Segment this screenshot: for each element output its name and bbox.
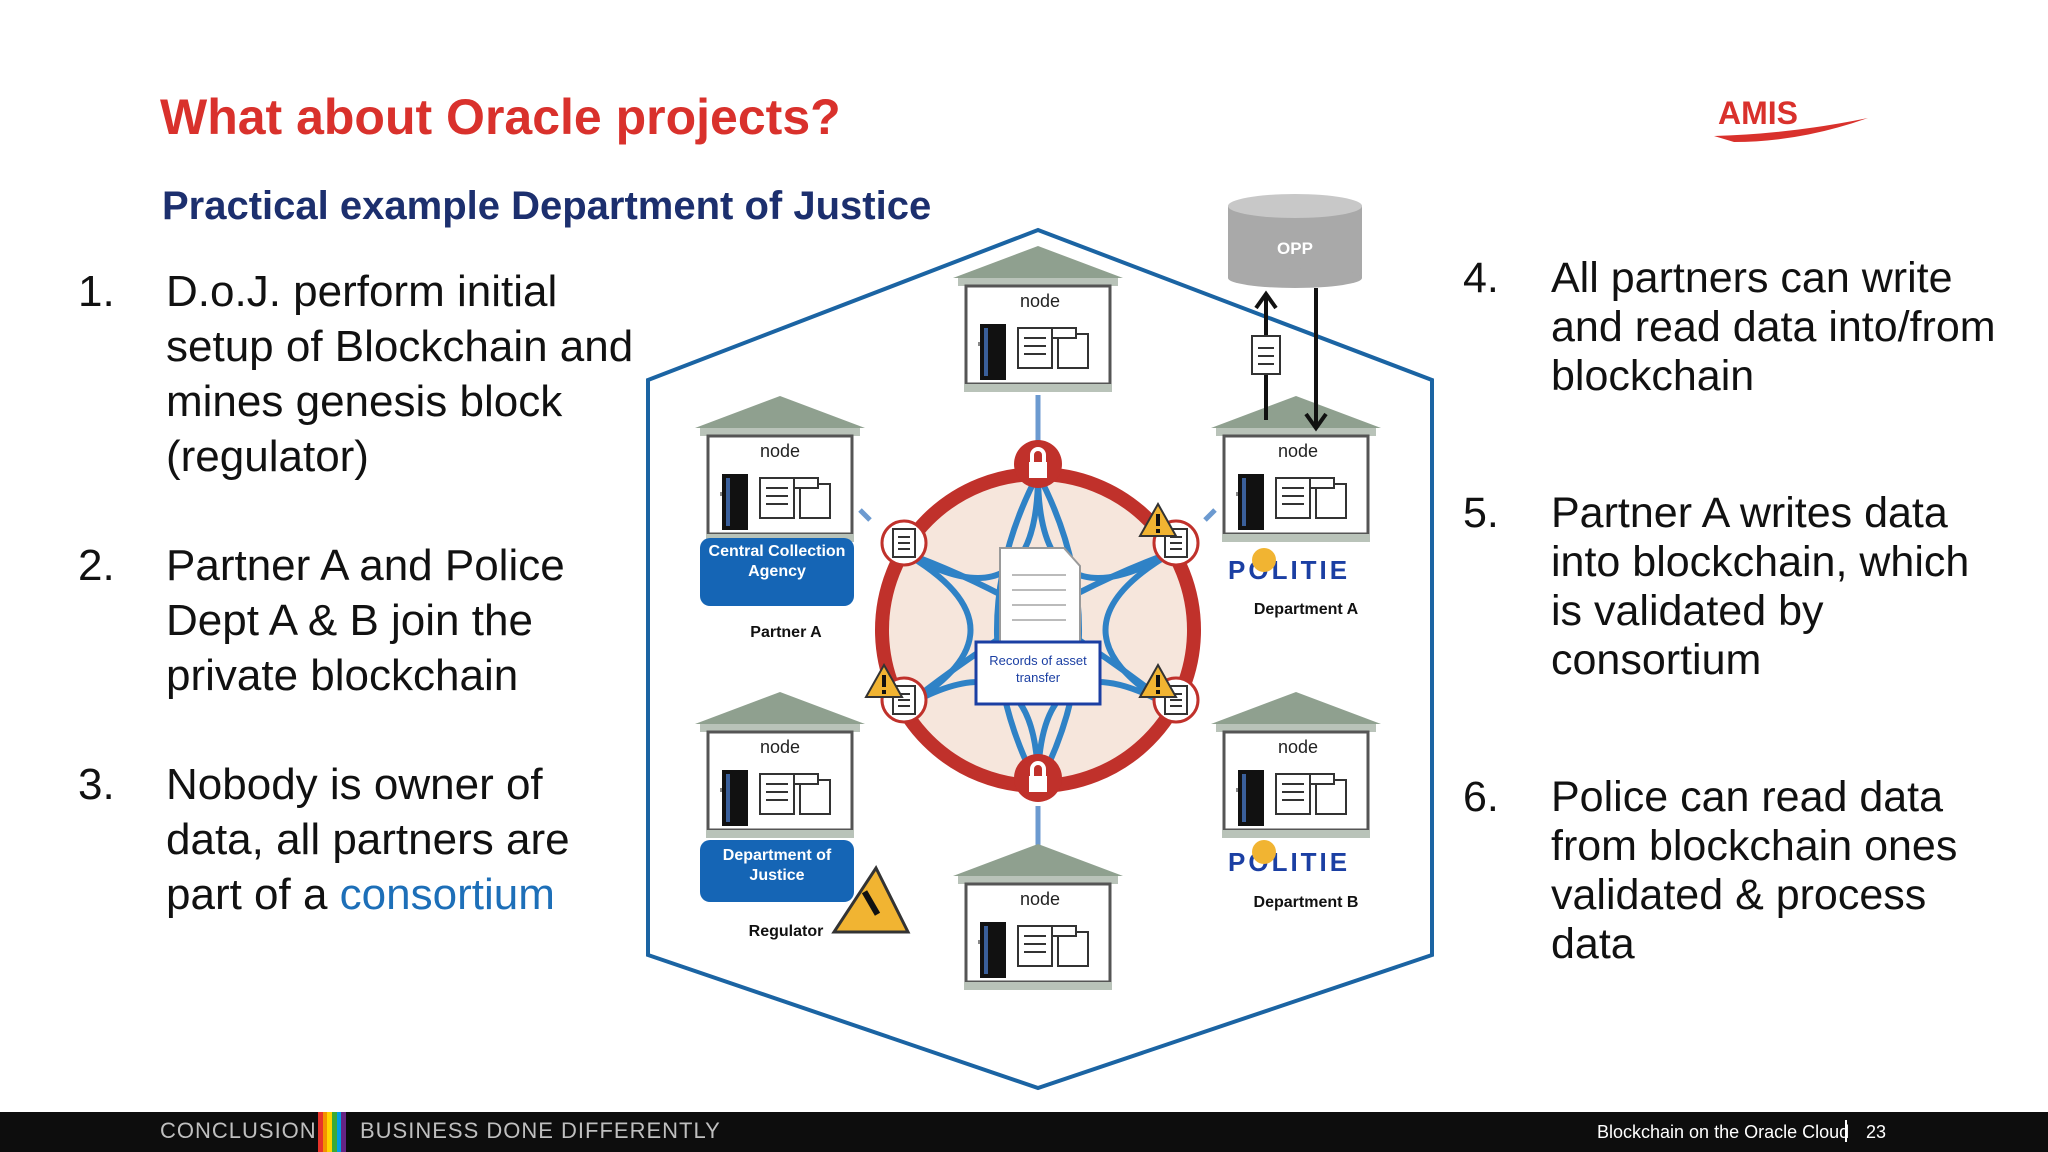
doj-label: Department of Justice	[722, 847, 832, 884]
central-collection-label: Central Collection Agency	[708, 543, 846, 580]
regulator-label: Regulator	[749, 923, 824, 940]
node-partner-a: node	[693, 394, 867, 544]
list-item-number: 2.	[78, 541, 115, 590]
lock-icon	[1012, 438, 1064, 490]
regulator-warning-icon	[831, 864, 911, 934]
page-number: 23	[1866, 1122, 1887, 1142]
footer-separator	[1845, 1120, 1847, 1142]
slide-title: What about Oracle projects?	[160, 89, 841, 145]
consortium-link-text: consortium	[339, 870, 555, 919]
list-item-number: 1.	[78, 267, 115, 316]
node-label: node	[1278, 441, 1318, 461]
list-item-text: All partners can write and read data int…	[1551, 254, 1996, 400]
list-item-number: 6.	[1463, 773, 1499, 821]
politie-text: POLITIE	[1228, 847, 1350, 877]
list-item-6: 6. Police can read data from blockchain …	[1463, 773, 2003, 969]
list-item-5: 5. Partner A writes data into blockchain…	[1463, 489, 2003, 685]
node-label: node	[1020, 889, 1060, 909]
lock-icon	[1012, 752, 1064, 804]
footer-bar: CONCLUSION BUSINESS DONE DIFFERENTLY Blo…	[0, 1112, 2048, 1152]
partner-a-label: Partner A	[750, 624, 822, 641]
records-box	[974, 640, 1102, 706]
footer-section-left: CONCLUSION	[160, 1118, 317, 1143]
node-doj: node	[693, 690, 867, 840]
doj-badge	[700, 840, 854, 902]
politie-text: POLITIE	[1228, 555, 1350, 585]
document-icon	[880, 519, 928, 567]
dept-b-label: Department B	[1254, 894, 1359, 911]
consortium-hexagon	[646, 227, 1434, 1091]
list-item-text: Nobody is owner of data, all partners ar…	[166, 760, 570, 919]
opp-database: OPP	[1228, 194, 1362, 288]
footer-deck-title: Blockchain on the Oracle Cloud	[1597, 1122, 1850, 1142]
politie-logo-b: POLITIE	[1228, 840, 1350, 877]
list-item-number: 5.	[1463, 489, 1499, 537]
amis-logo-text: AMIS	[1718, 95, 1798, 131]
records-label: Records of asset transfer	[989, 653, 1087, 685]
list-item-3: 3. Nobody is owner of data, all partners…	[78, 757, 638, 922]
list-item-2: 2. Partner A and Police Dept A & B join …	[78, 538, 638, 703]
central-collection-badge	[700, 538, 854, 606]
transfer-document-icon	[1251, 335, 1281, 375]
node-dept-a: node	[1209, 394, 1383, 544]
dept-a-label: Department A	[1254, 601, 1359, 618]
blockchain-ring: Records of asset transfer	[865, 438, 1201, 804]
footer-section-right: BUSINESS DONE DIFFERENTLY	[360, 1118, 721, 1143]
list-item-text: Partner A and Police Dept A & B join the…	[166, 541, 565, 700]
politie-logo-a: POLITIE	[1228, 548, 1350, 585]
right-numbered-list: 4. All partners can write and read data …	[1463, 254, 2003, 969]
node-label: node	[760, 441, 800, 461]
footer-color-bars	[318, 1112, 347, 1152]
data-flow-arrows	[1254, 288, 1328, 432]
node-label: node	[760, 737, 800, 757]
list-item-4: 4. All partners can write and read data …	[1463, 254, 2003, 401]
left-numbered-list: 1. D.o.J. perform initial setup of Block…	[78, 264, 638, 922]
list-item-text: D.o.J. perform initial setup of Blockcha…	[166, 267, 634, 481]
amis-logo: AMIS	[1714, 95, 1868, 142]
opp-label: OPP	[1277, 239, 1313, 258]
list-item-number: 3.	[78, 760, 115, 809]
list-item-text: Partner A writes data into blockchain, w…	[1551, 489, 1970, 684]
list-item-text: Police can read data from blockchain one…	[1551, 773, 1958, 968]
node-top: node	[951, 244, 1125, 394]
node-dept-b: node	[1209, 690, 1383, 840]
node-label: node	[1278, 737, 1318, 757]
ledger-document-icon	[999, 547, 1081, 651]
list-item-1: 1. D.o.J. perform initial setup of Block…	[78, 264, 638, 484]
list-item-number: 4.	[1463, 254, 1499, 302]
slide-subtitle: Practical example Department of Justice	[162, 184, 932, 228]
node-bottom: node	[951, 842, 1125, 992]
node-label: node	[1020, 291, 1060, 311]
